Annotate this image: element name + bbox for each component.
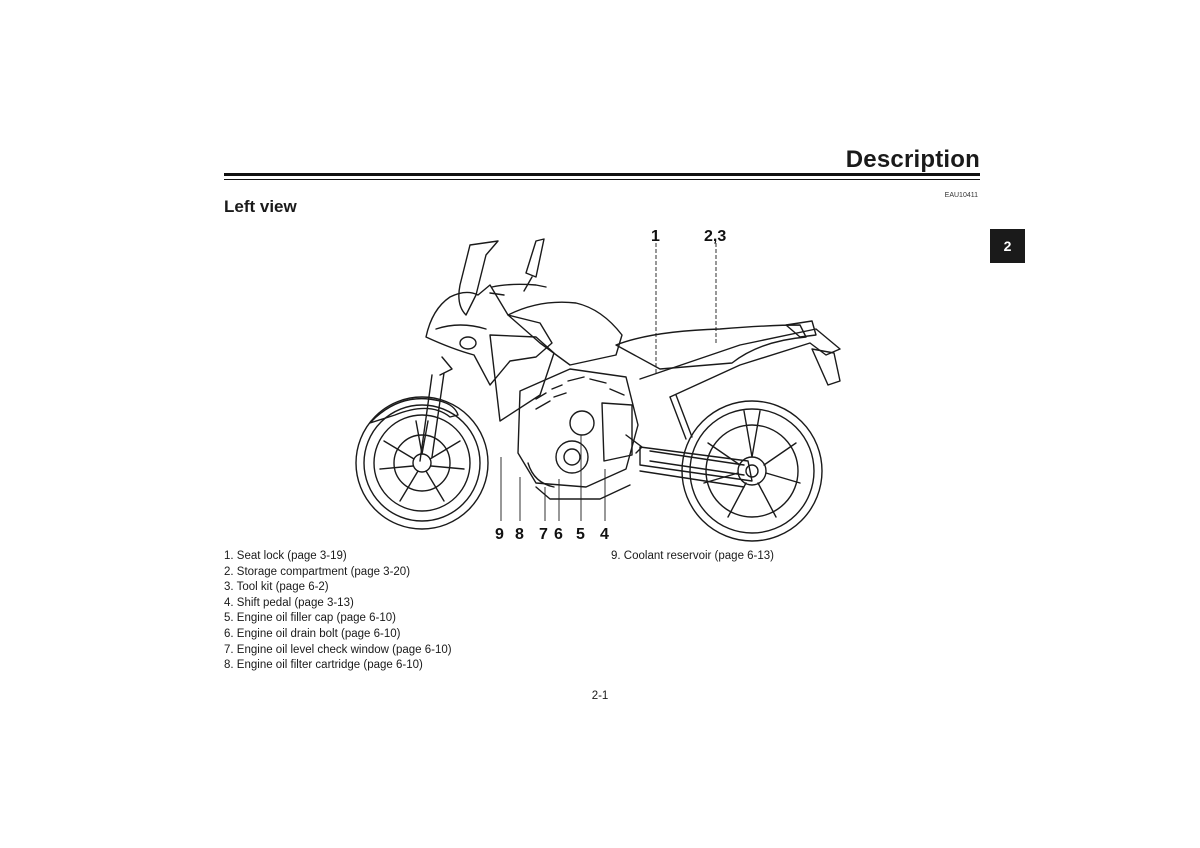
legend-item: 8. Engine oil filter cartridge (page 6-1… [224, 659, 423, 672]
seat [615, 324, 807, 370]
legend-item: 7. Engine oil level check window (page 6… [224, 643, 452, 656]
tail-light [785, 320, 817, 338]
legend-item: 6. Engine oil drain bolt (page 6-10) [224, 627, 401, 640]
footpeg [625, 434, 643, 454]
chapter-tab[interactable]: 2 [990, 229, 1025, 263]
chain-guard [639, 470, 745, 488]
rear-frame [639, 328, 841, 398]
page-heading: Left view [224, 197, 297, 216]
motorcycle-left-view-illustration: 1 2,3 9 8 7 6 5 4 [355, 228, 841, 543]
side-panel [489, 334, 555, 422]
license-plate-bracket [811, 348, 841, 386]
front-fender [369, 397, 459, 424]
engine [517, 368, 639, 488]
front-fairing [425, 284, 553, 386]
legend-list-right: 9. Coolant reservoir (page 6-13) [611, 549, 774, 565]
rear-shock [669, 394, 693, 440]
swingarm [639, 446, 753, 482]
legend-item: 9. Coolant reservoir (page 6-13) [611, 550, 775, 562]
callout-6: 6 [554, 526, 563, 543]
legend-item: 5. Engine oil filler cap (page 6-10) [224, 612, 396, 625]
rear-wheel [681, 400, 823, 542]
legend-item: 2. Storage compartment (page 3-20) [224, 565, 411, 578]
legend-item: 1. Seat lock (page 3-19) [224, 550, 347, 562]
callout-4: 4 [600, 526, 609, 543]
exhaust [535, 484, 631, 500]
windscreen [458, 240, 499, 316]
callout-9: 9 [495, 526, 504, 543]
legend-list-left: 1. Seat lock (page 3-19) 2. Storage comp… [224, 549, 452, 674]
front-fork [419, 356, 453, 462]
front-wheel [355, 396, 489, 530]
document-code: EAU10411 [944, 192, 978, 199]
header-rule-thick [224, 173, 980, 176]
callout-5: 5 [576, 526, 585, 543]
callout-7: 7 [539, 526, 548, 543]
handlebar [489, 283, 547, 296]
header-rule-thin [224, 179, 980, 180]
callout-8: 8 [515, 526, 524, 543]
section-title: Description [845, 146, 980, 173]
callout-2-3: 2,3 [704, 228, 726, 245]
mirror [523, 238, 545, 292]
page-number: 2-1 [591, 690, 609, 702]
fuel-tank [507, 301, 623, 366]
callout-1: 1 [651, 228, 660, 245]
legend-item: 4. Shift pedal (page 3-13) [224, 596, 354, 609]
legend-item: 3. Tool kit (page 6-2) [224, 581, 329, 594]
